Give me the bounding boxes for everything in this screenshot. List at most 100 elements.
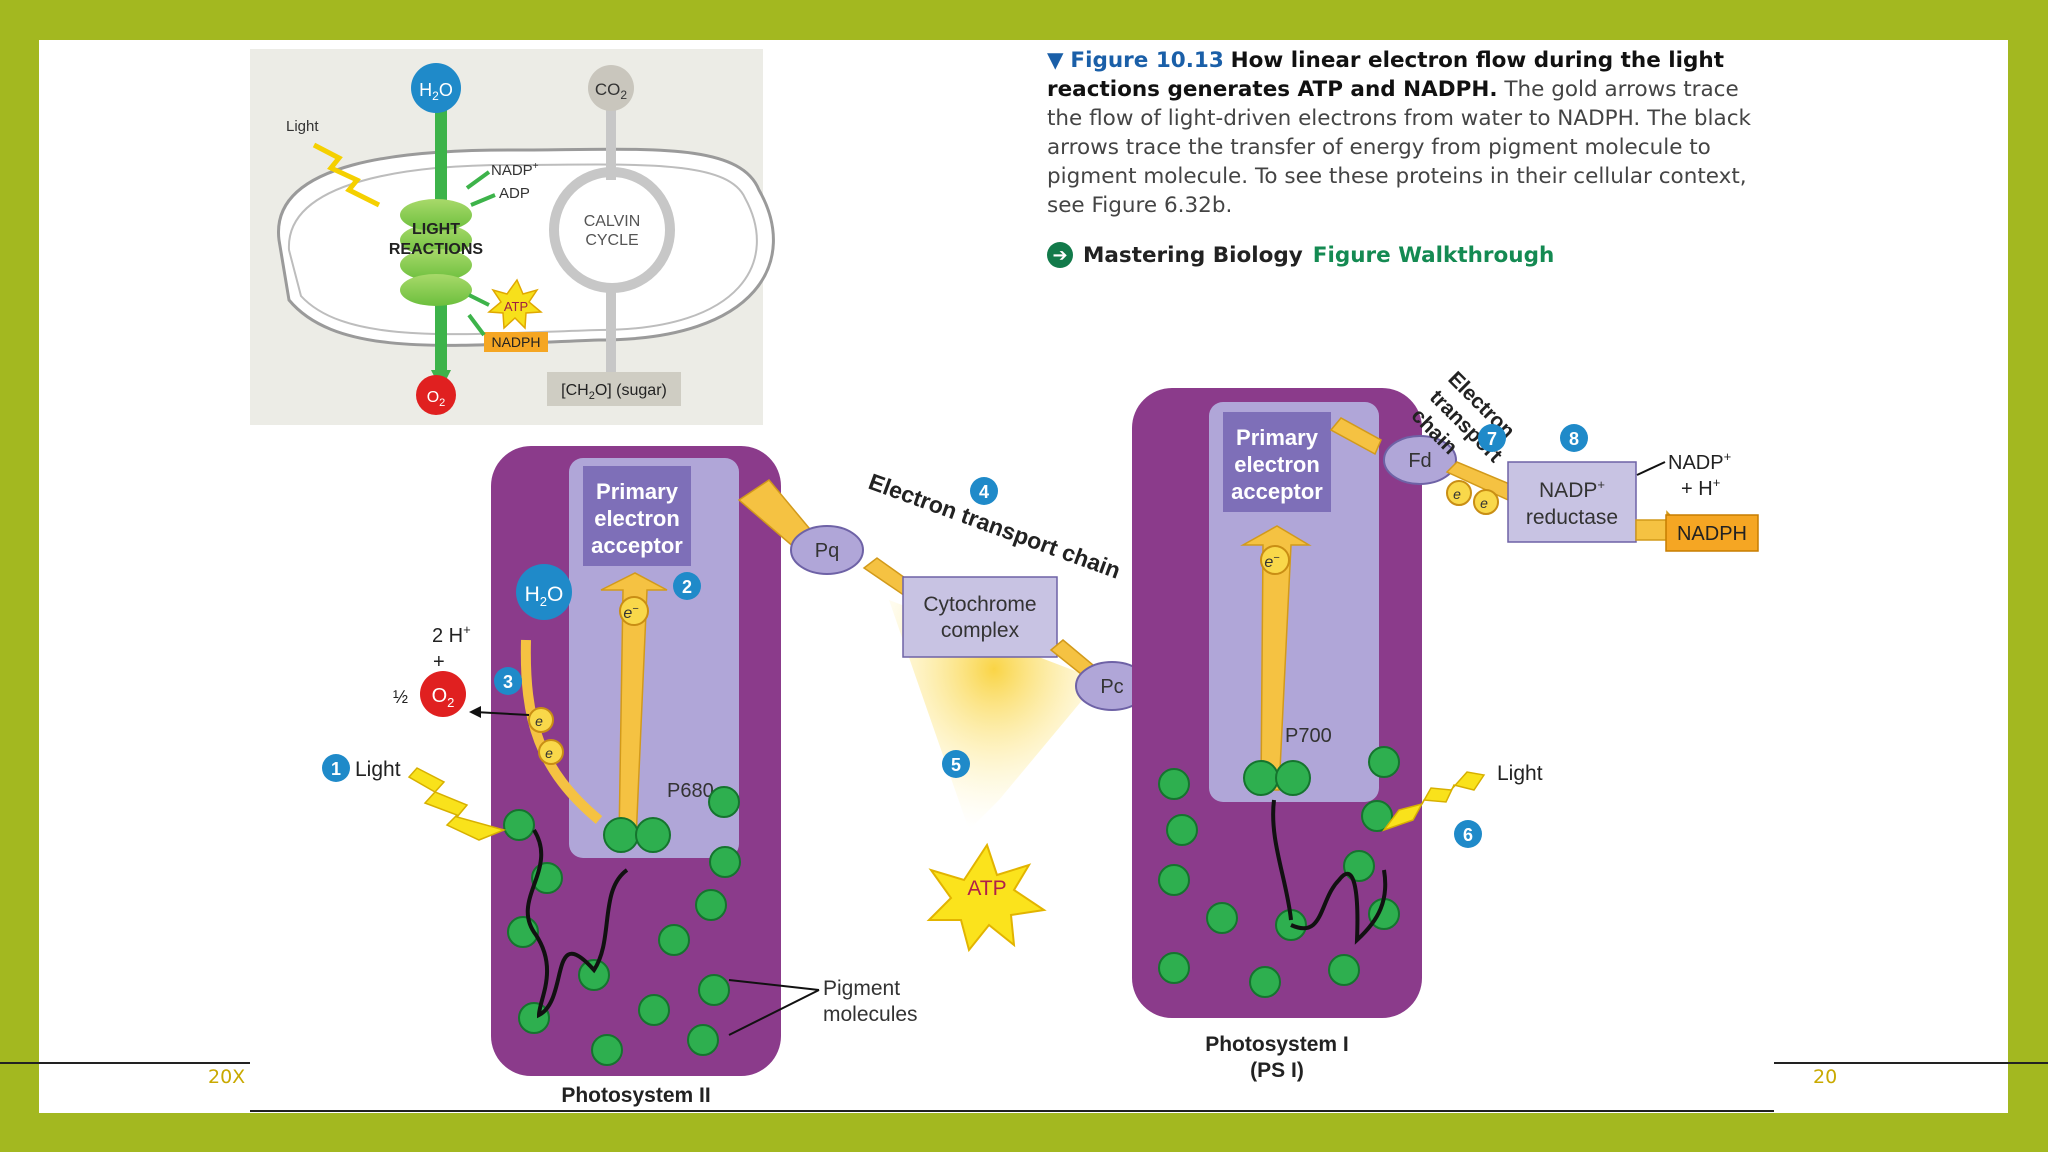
nadp-reductase-label-2: reductase xyxy=(1526,506,1618,529)
light-2-bolt-icon xyxy=(1381,771,1486,832)
ps1-acceptor-label-2: electron xyxy=(1234,452,1320,477)
ps1-electron-label: e− xyxy=(1264,552,1280,571)
pq-carrier xyxy=(790,525,864,575)
nadp-reductase-label-1: NADP+ xyxy=(1539,477,1605,502)
svg-text:7: 7 xyxy=(1487,429,1497,449)
ps1-pigments xyxy=(1158,746,1400,998)
light-1-label: Light xyxy=(355,758,401,781)
p680-label: P680 xyxy=(667,780,714,802)
light-reactions-thylakoid xyxy=(400,199,472,231)
ps2-primary-acceptor-box xyxy=(583,466,691,566)
pigment-label-1: Pigment xyxy=(823,977,900,1000)
ps1-primary-acceptor-box xyxy=(1223,412,1331,512)
ps2-label: Photosystem II xyxy=(561,1084,710,1107)
calvin-label-2: CYCLE xyxy=(585,232,638,249)
step-1-marker: 1 xyxy=(322,754,350,782)
ps2-acceptor-label-2: electron xyxy=(594,506,680,531)
svg-text:4: 4 xyxy=(979,482,989,502)
footer-date: 20X xyxy=(208,1066,246,1088)
fd-carrier xyxy=(1383,435,1457,485)
fd-label: Fd xyxy=(1408,450,1431,472)
nadph-product-box xyxy=(1665,514,1759,552)
co2-circle xyxy=(588,65,634,111)
caption-marker: ▼ xyxy=(1047,48,1064,73)
pq-label: Pq xyxy=(815,540,839,562)
atp-label: ATP xyxy=(967,877,1006,900)
nadp-reductase xyxy=(1507,461,1637,543)
atp-starburst xyxy=(926,842,1047,953)
photosystem-i: Primary electron acceptor e− P700 Photos… xyxy=(1132,388,1422,1082)
cytochrome-label-1: Cytochrome xyxy=(923,593,1036,616)
light-1-bolt-icon xyxy=(407,767,507,841)
light-reactions-label-1: LIGHT xyxy=(412,221,460,238)
step-4-marker: 4 xyxy=(970,477,998,505)
overview-nadph-label: NADPH xyxy=(491,334,540,350)
sugar-label: [CH2O] (sugar) xyxy=(561,382,667,402)
cytochrome-label-2: complex xyxy=(941,619,1020,642)
photosystem-ii: Primary electron acceptor e− P680 H2O e … xyxy=(491,446,781,1107)
plus-label: + xyxy=(433,651,445,673)
p680-pigment-b xyxy=(635,817,671,853)
h2o-circle xyxy=(411,63,461,113)
footer-rule-left xyxy=(0,1062,250,1064)
overview-nadph-box xyxy=(484,332,548,352)
two-h-label: 2 H+ xyxy=(432,622,471,647)
o2-release-label: O2 xyxy=(432,685,455,710)
arrow-right-icon: ➔ xyxy=(1047,242,1073,268)
linear-electron-flow-diagram: CALVIN CYCLE LIGHT REACTIONS H2O CO2 O2 xyxy=(250,49,1759,1107)
step-markers: 1 2 3 4 5 6 7 8 xyxy=(322,424,1588,848)
svg-text:8: 8 xyxy=(1569,429,1579,449)
svg-text:1: 1 xyxy=(331,759,341,779)
fd-electron-2 xyxy=(1473,489,1499,515)
light-reactions-label-2: REACTIONS xyxy=(389,241,484,258)
footer-rule-right xyxy=(1774,1062,2048,1064)
ps2-acceptor-label-1: Primary xyxy=(596,479,679,504)
ps1-energy-transfer-path xyxy=(1271,799,1388,945)
step-3-marker: 3 xyxy=(494,667,522,695)
svg-text:e: e xyxy=(1480,495,1488,511)
water-electron-path xyxy=(520,639,603,824)
mastering-biology-link[interactable]: ➔ Mastering Biology Figure Walkthrough xyxy=(1047,242,1554,268)
nadp-input-label-1: NADP+ xyxy=(1668,449,1731,474)
ps2-h2o-label: H2O xyxy=(525,583,564,609)
step-2-marker: 2 xyxy=(673,572,701,600)
o2-release-circle xyxy=(420,671,466,717)
light-bolt-icon xyxy=(312,142,381,208)
ps1-to-fd-arrow xyxy=(1329,417,1382,456)
ps1-electron xyxy=(1260,545,1290,575)
ps2-electron xyxy=(619,596,649,626)
svg-text:3: 3 xyxy=(503,672,513,692)
figure-walkthrough-link[interactable]: Figure Walkthrough xyxy=(1312,242,1555,268)
overview-atp-star xyxy=(487,278,543,330)
svg-text:e: e xyxy=(1453,486,1461,502)
overview-atp-label: ATP xyxy=(504,299,528,314)
pigment-label-2: molecules xyxy=(823,1003,918,1026)
ps1-label-2: (PS I) xyxy=(1250,1059,1304,1082)
svg-text:2: 2 xyxy=(682,577,692,597)
overview-adp-label: ADP xyxy=(499,185,530,202)
cytochrome-complex xyxy=(902,576,1058,658)
water-electron-1 xyxy=(528,707,554,733)
p680-pigment-a xyxy=(603,817,639,853)
footer-page-number: 20 xyxy=(1813,1066,1838,1088)
ps1-electron-arrow xyxy=(1240,525,1312,791)
ps2-pigments xyxy=(503,786,741,1066)
caption-body: The gold arrows trace the flow of light-… xyxy=(1047,77,1751,218)
ps1-label-1: Photosystem I xyxy=(1205,1033,1349,1056)
svg-text:e: e xyxy=(545,745,553,761)
footer-rule-bottom xyxy=(250,1110,1774,1112)
o2-circle xyxy=(416,375,456,415)
nadp-input-label-2: + H+ xyxy=(1681,475,1720,500)
o2-label: O2 xyxy=(427,389,446,409)
p700-pigment-a xyxy=(1243,760,1279,796)
caption-title: How linear electron flow during the ligh… xyxy=(1047,48,1724,102)
overview-inset: CALVIN CYCLE LIGHT REACTIONS H2O CO2 O2 xyxy=(250,49,775,425)
ps2-acceptor-label-3: acceptor xyxy=(591,533,683,558)
light-2-label: Light xyxy=(1497,762,1543,785)
ps1-acceptor-label-1: Primary xyxy=(1236,425,1319,450)
step-7-marker: 7 xyxy=(1478,424,1506,452)
figure-caption: ▼ Figure 10.13 How linear electron flow … xyxy=(1047,46,1767,220)
step-8-marker: 8 xyxy=(1560,424,1588,452)
co2-label: CO2 xyxy=(595,80,628,102)
p700-pigment-b xyxy=(1275,760,1311,796)
